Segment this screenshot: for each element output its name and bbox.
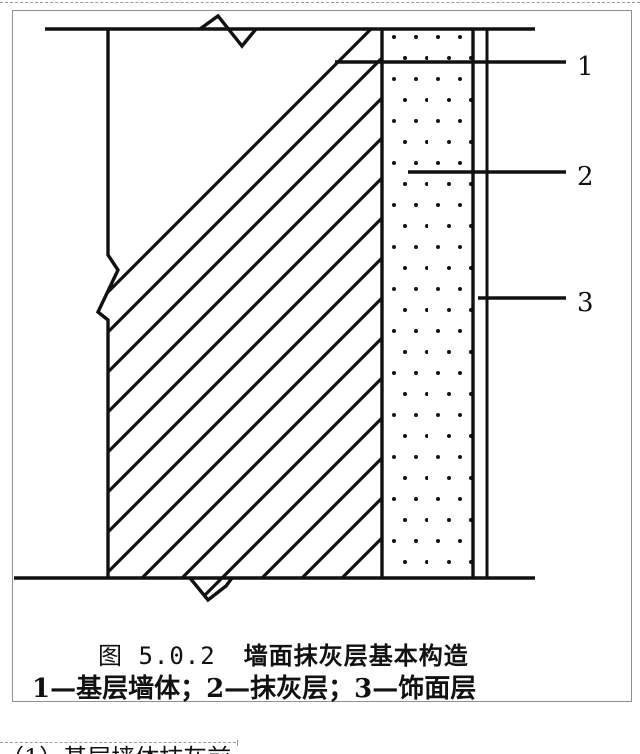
- top-dashed-divider: [0, 2, 640, 3]
- bottom-divider-tick: [237, 740, 238, 746]
- cut-off-text: （1）基层墙体抹灰前: [0, 744, 231, 754]
- plaster-layer-dots: [384, 29, 472, 578]
- figure-caption: 图 5.0.2 墙面抹灰层基本构造: [0, 636, 640, 671]
- figure-legend: 1—基层墙体；2—抹灰层；3—饰面层: [32, 674, 477, 704]
- figure-number: 图 5.0.2: [98, 642, 216, 670]
- bottom-dashed-divider: [0, 742, 236, 743]
- base-wall-outline: [95, 13, 258, 603]
- wall-section-diagram: 1 2 3: [14, 13, 594, 603]
- callout-label-2: 2: [577, 162, 594, 192]
- base-wall-hatch: [98, 16, 382, 600]
- figure-title: 墙面抹灰层基本构造: [243, 641, 469, 670]
- callout-label-3: 3: [577, 288, 594, 318]
- callout-label-1: 1: [577, 52, 594, 82]
